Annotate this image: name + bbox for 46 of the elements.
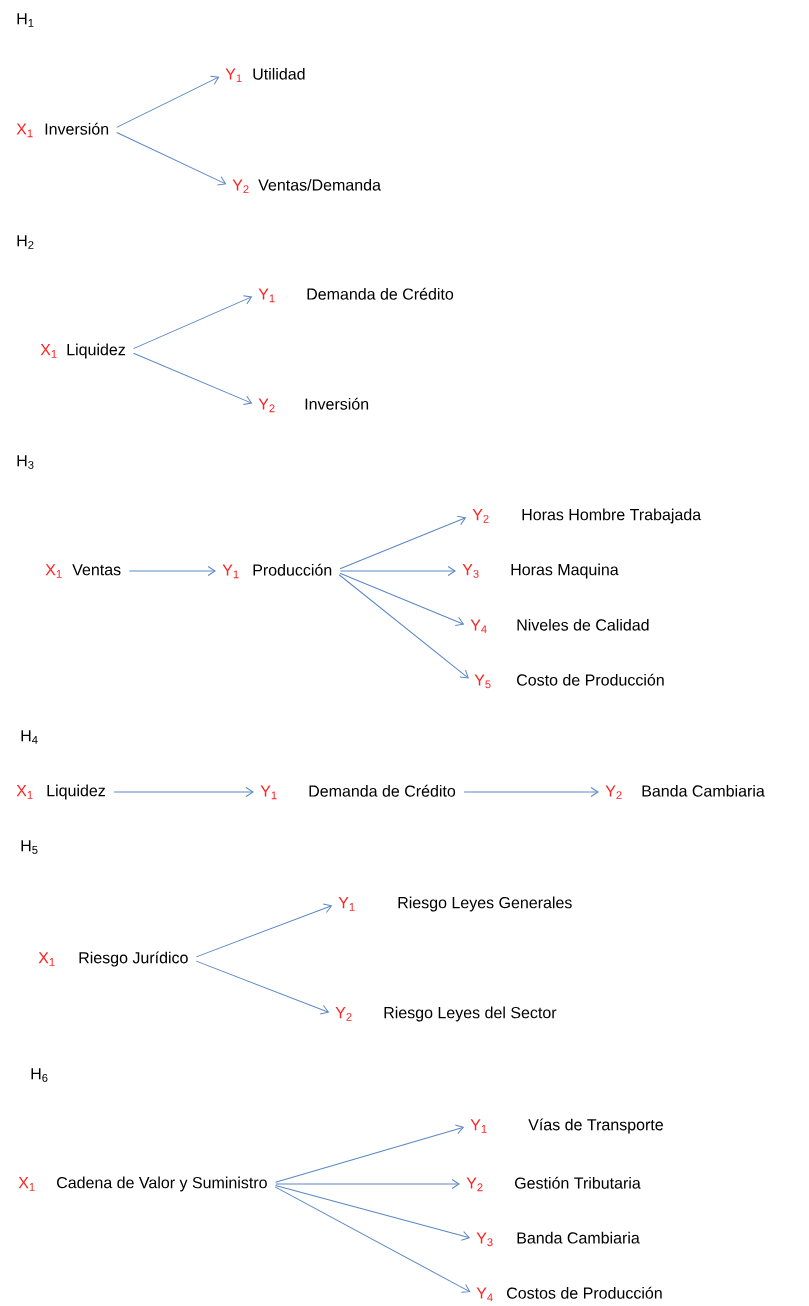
variable-label: X$_{1}$ Cadena de Valor y Suministro [18,1176,267,1192]
variable-label: Y$_{1}$ Vías de Transporte [470,1118,663,1134]
variable-label: Y$_{3}$ Horas Maquina [462,563,619,579]
variable-label: Y$_{1}$ Producción [222,563,332,579]
arrow [116,132,227,186]
arrow [339,572,464,627]
variable-label: Y$_{1}$ Utilidad [225,67,305,83]
variable-label: X$_{1}$ Inversión [16,122,109,138]
arrow [133,295,252,350]
arrow [275,1124,464,1183]
variable-label: Y$_{1}$ Riesgo Leyes Generales [338,896,572,912]
variable-label: Y$_{2}$ Banda Cambiaria [605,784,765,800]
arrow [275,1185,470,1241]
variable-label: Y$_{2}$ Riesgo Leyes del Sector [335,1006,557,1022]
variable-label: Y$_{5}$ Costo de Producción [474,673,664,689]
arrow [274,1186,471,1293]
variable-label: Y$_{1}$ Demanda de Crédito [260,784,456,800]
hypothesis-label: H$_{2}$ [17,235,34,249]
arrow [339,515,466,570]
arrow [339,566,456,576]
hypothesis-label: H$_{5}$ [21,840,38,854]
variable-label: Y$_{2}$ Ventas/Demanda [232,178,381,194]
arrow [195,960,329,1015]
variable-label: X$_{1}$ Riesgo Jurídico [38,951,188,967]
variable-label: Y$_{4}$ Niveles de Calidad [470,618,649,634]
variable-label: X$_{1}$ Liquidez [40,343,125,359]
variable-label: Y$_{2}$ Gestión Tributaria [466,1176,641,1192]
arrow [338,574,469,679]
variable-label: Y$_{2}$ Horas Hombre Trabajada [472,508,702,524]
variable-label: X$_{1}$ Liquidez [16,784,105,800]
arrow [116,75,220,128]
variable-label: Y$_{4}$ Costos de Producción [476,1286,662,1302]
hypothesis-label: H$_{1}$ [17,13,34,27]
variable-label: Y$_{1}$ Demanda de Crédito [258,287,454,303]
variable-label: Y$_{3}$ Banda Cambiaria [476,1231,640,1247]
arrow [195,903,332,958]
hypothesis-label: H$_{3}$ [17,455,34,469]
arrow [128,566,216,576]
arrow [113,787,254,797]
arrow [133,352,252,405]
hypothesis-label: H$_{4}$ [21,730,38,744]
arrow [275,1179,460,1189]
arrow [463,787,599,797]
variable-label: Y$_{2}$ Inversión [258,397,369,413]
hypothesis-label: H$_{6}$ [31,1068,48,1082]
variable-label: X$_{1}$ Ventas [45,564,121,578]
